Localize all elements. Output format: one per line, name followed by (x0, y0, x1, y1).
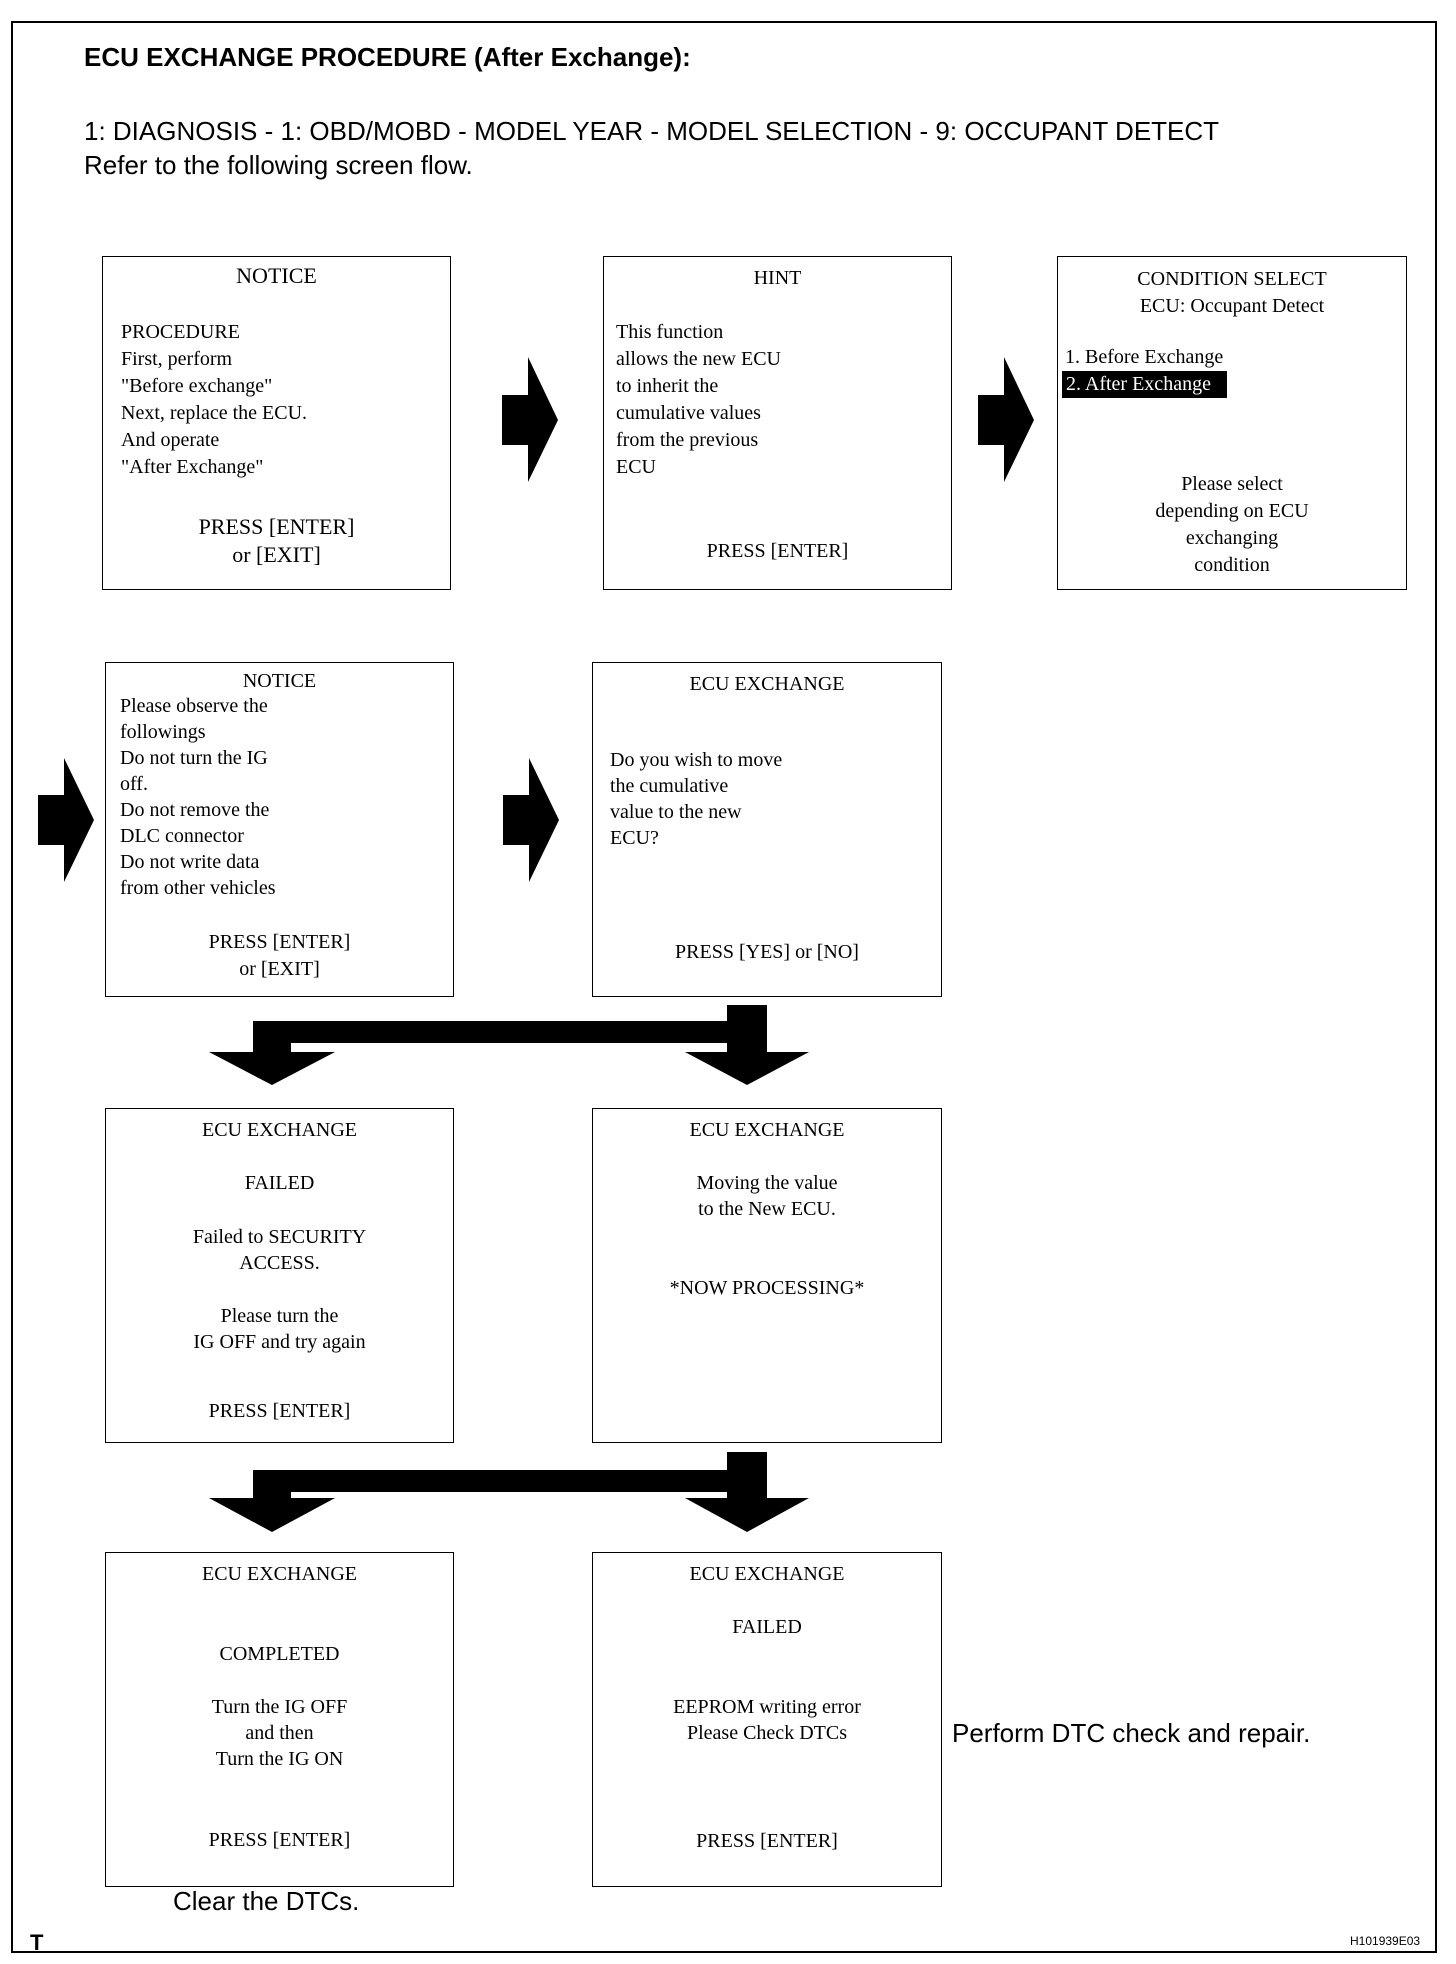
screen-line: ECU? (610, 827, 659, 849)
screen-message: and then (245, 1722, 314, 1744)
diagram-frame (11, 21, 1437, 1953)
screen-notice-procedure: NOTICE PROCEDURE First, perform "Before … (102, 256, 451, 590)
screen-title: NOTICE (236, 263, 317, 288)
screen-title: ECU EXCHANGE (689, 673, 845, 695)
screen-title: ECU EXCHANGE (689, 1563, 845, 1585)
status-processing: *NOW PROCESSING* (669, 1277, 865, 1299)
arrow-down-icon (209, 1470, 335, 1532)
screen-failed-security: ECU EXCHANGE FAILED Failed to SECURITY A… (105, 1108, 454, 1443)
screen-title: HINT (753, 267, 802, 289)
screen-line: And operate (121, 429, 220, 451)
press-exit-label: or [EXIT] (239, 958, 320, 980)
screen-line: Next, replace the ECU. (121, 402, 308, 424)
screen-line: the cumulative (610, 775, 729, 797)
screen-title: ECU EXCHANGE (202, 1119, 357, 1141)
screen-message: Please turn the (220, 1305, 339, 1327)
screen-hint: HINT This function allows the new ECU to… (603, 256, 952, 590)
screen-line: DLC connector (120, 825, 244, 847)
screen-processing: ECU EXCHANGE Moving the value to the New… (592, 1108, 942, 1443)
screen-failed-eeprom: ECU EXCHANGE FAILED EEPROM writing error… (592, 1552, 942, 1887)
screen-message: Failed to SECURITY (192, 1226, 367, 1248)
screen-title: NOTICE (242, 670, 317, 692)
option-after-exchange-selected: 2. After Exchange (1062, 371, 1227, 398)
screen-message: Turn the IG ON (215, 1748, 344, 1770)
flow-connector (253, 1021, 753, 1043)
screen-line: "Before exchange" (121, 375, 273, 397)
screen-message: IG OFF and try again (193, 1331, 366, 1353)
screen-line: off. (120, 773, 148, 795)
screen-message: EEPROM writing error (673, 1696, 861, 1718)
screen-line: Do not write data (120, 851, 260, 873)
screen-line: value to the new (610, 801, 742, 823)
corner-letter: T (30, 1930, 44, 1955)
screen-line: followings (120, 721, 206, 743)
screen-line: PROCEDURE (121, 321, 240, 343)
note-clear-dtc: Clear the DTCs. (173, 1886, 360, 1916)
press-enter-label: PRESS [ENTER] (706, 540, 849, 562)
screen-message: to the New ECU. (698, 1198, 836, 1220)
flow-connector (253, 1470, 753, 1492)
screen-message: Turn the IG OFF (211, 1696, 348, 1718)
press-yes-no-label: PRESS [YES] or [NO] (675, 941, 859, 963)
screen-line: Please observe the (120, 695, 268, 717)
screen-title: CONDITION SELECT (1137, 268, 1327, 290)
screen-message: Moving the value (696, 1172, 838, 1194)
status-completed: COMPLETED (219, 1643, 340, 1665)
figure-id: H101939E03 (1350, 1934, 1421, 1948)
screen-title: ECU EXCHANGE (689, 1119, 845, 1141)
page-title: ECU EXCHANGE PROCEDURE (After Exchange): (84, 42, 691, 72)
screen-message: depending on ECU (1155, 500, 1309, 522)
screen-line: This function (616, 321, 724, 343)
screen-message: Please select (1181, 473, 1283, 495)
screen-line: "After Exchange" (121, 456, 264, 478)
arrow-down-icon (685, 1052, 809, 1085)
screen-title: ECU EXCHANGE (202, 1563, 357, 1585)
menu-path: 1: DIAGNOSIS - 1: OBD/MOBD - MODEL YEAR … (84, 116, 1220, 146)
screen-confirm-move: ECU EXCHANGE Do you wish to move the cum… (592, 662, 942, 997)
screen-line: allows the new ECU (616, 348, 781, 370)
screen-line: from other vehicles (120, 877, 276, 899)
status-failed: FAILED (244, 1172, 315, 1194)
press-enter-label: PRESS [ENTER] (208, 931, 351, 953)
arrow-right-icon (38, 758, 94, 882)
arrow-right-icon (502, 357, 558, 482)
status-failed: FAILED (732, 1616, 802, 1638)
note-perform-dtc: Perform DTC check and repair. (952, 1718, 1311, 1748)
screen-line: Do you wish to move (610, 749, 783, 771)
press-exit-label: or [EXIT] (232, 542, 321, 567)
screen-notice-observe: NOTICE Please observe the followings Do … (105, 662, 454, 997)
screen-line: First, perform (121, 348, 233, 370)
screen-line: to inherit the (616, 375, 719, 397)
screen-message: ACCESS. (239, 1252, 320, 1274)
press-enter-label: PRESS [ENTER] (208, 1400, 351, 1422)
screen-subtitle: ECU: Occupant Detect (1139, 295, 1325, 317)
screen-completed: ECU EXCHANGE COMPLETED Turn the IG OFF a… (105, 1552, 454, 1887)
screen-message: exchanging (1185, 527, 1279, 549)
arrow-down-icon (209, 1021, 335, 1085)
screen-condition-select: CONDITION SELECT ECU: Occupant Detect 1.… (1057, 256, 1407, 590)
arrow-down-icon (685, 1498, 809, 1532)
screen-line: Do not remove the (120, 799, 270, 821)
arrow-right-icon (978, 357, 1034, 482)
screen-line: cumulative values (616, 402, 761, 424)
screen-message: Please Check DTCs (687, 1722, 847, 1744)
screen-line: Do not turn the IG (120, 747, 268, 769)
screen-line: ECU (616, 456, 656, 478)
press-enter-label: PRESS [ENTER] (696, 1830, 838, 1852)
press-enter-label: PRESS [ENTER] (198, 514, 355, 539)
screen-message: condition (1194, 554, 1270, 576)
screen-line: from the previous (616, 429, 759, 451)
arrow-right-icon (503, 758, 559, 882)
refer-text: Refer to the following screen flow. (84, 150, 473, 180)
option-before-exchange: 1. Before Exchange (1065, 346, 1224, 368)
press-enter-label: PRESS [ENTER] (208, 1829, 351, 1851)
